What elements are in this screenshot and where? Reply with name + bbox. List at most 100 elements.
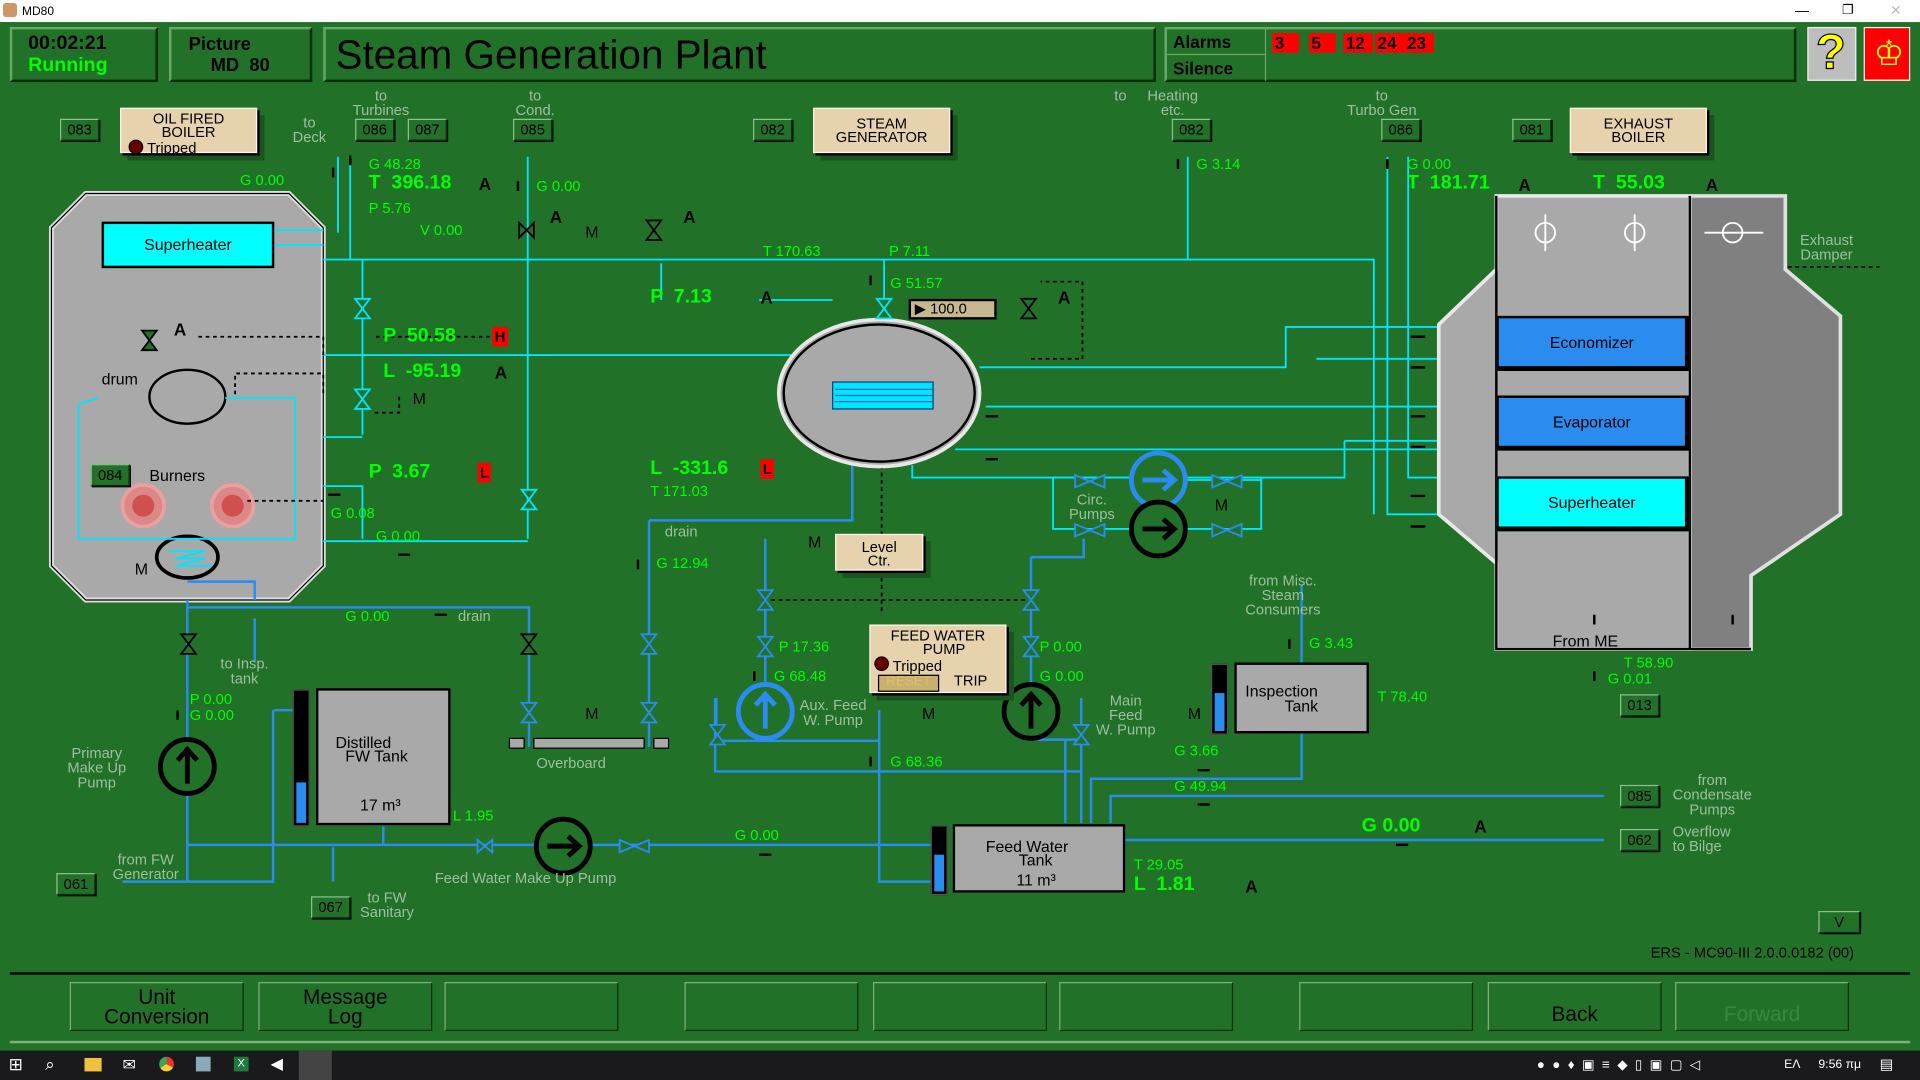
reading: L -331.6 — [650, 457, 729, 479]
feed-water-tank[interactable]: Feed Water Tank 11 m³ — [952, 824, 1126, 893]
v-button[interactable]: V — [1818, 911, 1861, 934]
message-log-button[interactable]: Message Log — [258, 982, 433, 1032]
alarm-code[interactable]: 24 — [1375, 33, 1405, 53]
alarms-button[interactable]: Alarms — [1166, 29, 1267, 56]
link-085[interactable]: 085 — [1620, 784, 1660, 807]
auto-mode-marker[interactable]: A — [1518, 175, 1531, 195]
reset-button[interactable]: RESET — [877, 674, 940, 692]
empty-footer-button[interactable] — [1059, 982, 1234, 1032]
distilled-fw-tank[interactable]: Distilled FW Tank 17 m³ — [315, 688, 451, 826]
auto-mode-marker[interactable]: A — [173, 319, 187, 340]
link-081[interactable]: 081 — [1512, 118, 1552, 141]
manual-mode-marker[interactable]: M — [808, 532, 822, 552]
forward-button[interactable]: Forward — [1675, 982, 1849, 1032]
oil-fired-boiler-button[interactable]: OIL FIRED BOILER Tripped — [120, 107, 258, 156]
exhaust-boiler-button[interactable]: EXHAUST BOILER — [1569, 107, 1707, 154]
restore-button[interactable]: ❐ — [1842, 2, 1854, 17]
alarm-code[interactable]: 23 — [1404, 33, 1434, 53]
inspection-tank[interactable]: Inspection Tank — [1234, 662, 1369, 734]
aux-feed-pump — [735, 682, 795, 741]
valve-setpoint-field[interactable]: ▶ 100.0 — [908, 298, 997, 320]
language-indicator[interactable]: ΕΛ — [1784, 1057, 1801, 1072]
manual-mode-marker[interactable]: M — [134, 559, 148, 578]
auto-mode-marker[interactable]: A — [1705, 175, 1719, 195]
link-067[interactable]: 067 — [311, 896, 351, 919]
reading: G 0.00 — [1361, 815, 1421, 837]
taskbar-clock[interactable]: 9:56 πμ — [1818, 1057, 1862, 1072]
reading: P 0.00 — [1039, 637, 1082, 656]
label-from-condensate: from Condensate Pumps — [1672, 771, 1752, 818]
auto-mode-marker[interactable]: A — [683, 206, 696, 227]
help-button[interactable]: ? — [1807, 25, 1857, 81]
label-to-cond: to Cond. — [515, 86, 555, 119]
manual-mode-marker[interactable]: M — [922, 704, 936, 723]
economizer-box[interactable]: Economizer — [1496, 315, 1690, 372]
empty-footer-button[interactable] — [444, 982, 619, 1032]
label-fw-makeup-pump: Feed Water Make Up Pump — [434, 869, 617, 887]
oil-fired-boiler-label-2: BOILER — [161, 123, 216, 141]
link-061[interactable]: 061 — [56, 873, 96, 896]
feed-water-pump-panel[interactable]: FEED WATER PUMP Tripped RESET TRIP — [869, 624, 1007, 694]
link-086[interactable]: 086 — [355, 118, 395, 141]
level-controller-button[interactable]: Level Ctr. — [835, 533, 924, 571]
reading: G 0.00 — [536, 177, 581, 195]
superheater-box[interactable]: Superheater — [101, 221, 275, 269]
link-083[interactable]: 083 — [60, 118, 100, 141]
excel-icon[interactable]: X — [233, 1056, 249, 1072]
system-tray-icons[interactable]: ●●♦▣≡◆▯▣▢◁ — [1536, 1057, 1708, 1073]
reading: P 7.13 — [650, 286, 712, 308]
alarm-code[interactable]: 12 — [1343, 33, 1373, 53]
exhaust-superheater-box[interactable]: Superheater — [1496, 476, 1690, 532]
auto-mode-marker[interactable]: A — [549, 206, 563, 227]
alarm-code[interactable]: 3 — [1272, 33, 1300, 53]
close-button[interactable]: ✕ — [1890, 2, 1902, 18]
steam-generator-label-2: GENERATOR — [835, 128, 928, 146]
manual-mode-marker[interactable]: M — [412, 389, 426, 408]
auto-mode-marker[interactable]: A — [760, 287, 773, 308]
empty-footer-button[interactable] — [684, 982, 859, 1032]
unit-conversion-button[interactable]: Unit Conversion — [69, 982, 244, 1032]
back-button[interactable]: Back — [1487, 982, 1662, 1032]
reading: G 0.00 — [375, 527, 421, 545]
evaporator-box[interactable]: Evaporator — [1496, 395, 1690, 451]
link-013[interactable]: 013 — [1620, 694, 1660, 717]
link-086[interactable]: 086 — [1381, 118, 1421, 141]
chrome-icon[interactable] — [159, 1056, 174, 1072]
silence-button[interactable]: Silence — [1167, 55, 1267, 81]
link-062[interactable]: 062 — [1620, 828, 1660, 852]
link-082[interactable]: 082 — [1171, 118, 1212, 141]
app-icon[interactable] — [195, 1056, 211, 1072]
minimize-button[interactable]: — — [1795, 2, 1809, 18]
sim-time: 00:02:21 — [28, 33, 107, 54]
search-icon[interactable]: ⌕ — [45, 1054, 55, 1074]
auto-mode-marker[interactable]: A — [494, 362, 508, 383]
high-alarm-flag: H — [492, 326, 508, 347]
link-085[interactable]: 085 — [513, 118, 553, 141]
auto-mode-marker[interactable]: A — [1057, 287, 1071, 308]
speaker-app-icon[interactable]: ◀ — [270, 1054, 283, 1073]
link-084[interactable]: 084 — [90, 464, 130, 487]
trip-button[interactable]: TRIP — [953, 672, 988, 690]
md80-taskbar-icon[interactable] — [298, 1050, 332, 1080]
auto-mode-marker[interactable]: A — [1245, 876, 1258, 897]
manual-mode-marker[interactable]: M — [1214, 495, 1228, 515]
empty-footer-button[interactable] — [1299, 982, 1474, 1032]
link-082[interactable]: 082 — [753, 118, 793, 141]
auto-mode-marker[interactable]: A — [1474, 816, 1487, 837]
manual-mode-marker[interactable]: M — [585, 222, 599, 242]
alarm-code[interactable]: 5 — [1308, 33, 1336, 53]
empty-footer-button[interactable] — [873, 982, 1047, 1032]
picture-label: Picture — [188, 34, 251, 56]
notifications-icon[interactable]: ▤ — [1879, 1055, 1894, 1073]
mail-icon[interactable]: ✉ — [122, 1055, 136, 1074]
start-button[interactable]: ⊞ — [8, 1054, 23, 1074]
link-087[interactable]: 087 — [407, 118, 447, 141]
auto-mode-marker[interactable]: A — [478, 173, 492, 194]
clock-status-panel: 00:02:21 Running — [9, 26, 158, 83]
file-explorer-icon[interactable] — [84, 1057, 102, 1072]
steam-generator-button[interactable]: STEAM GENERATOR — [813, 107, 951, 154]
back-label: Back — [1551, 1002, 1598, 1027]
manual-mode-marker[interactable]: M — [585, 704, 599, 723]
manual-mode-marker[interactable]: M — [1187, 704, 1202, 723]
